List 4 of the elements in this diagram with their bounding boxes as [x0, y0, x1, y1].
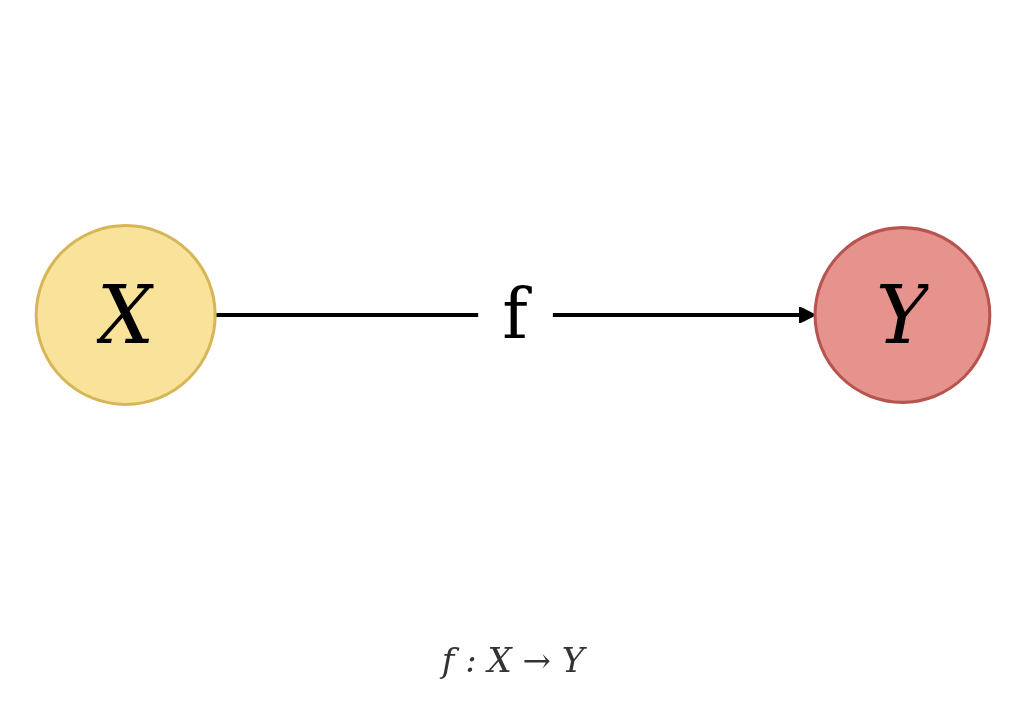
edge-label: f: [502, 273, 528, 355]
caption: f : X → Y: [438, 640, 588, 680]
node-circle: Y: [813, 226, 992, 404]
node-circle: X: [34, 224, 217, 406]
